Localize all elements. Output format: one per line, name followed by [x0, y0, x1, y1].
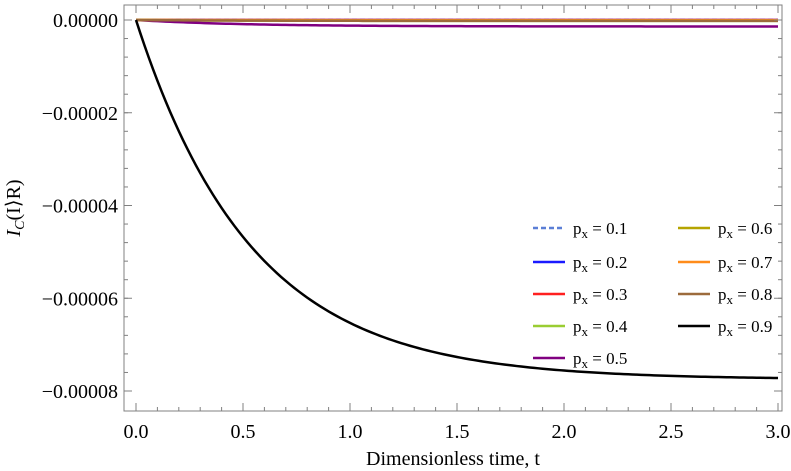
- y-axis-title-italic: I: [3, 229, 25, 238]
- legend-label-subscript: x: [582, 356, 589, 371]
- legend-label-value: = 0.6: [733, 219, 772, 238]
- legend-label-value: = 0.8: [733, 285, 772, 304]
- legend-label-base: p: [573, 349, 582, 368]
- legend-label-subscript: x: [727, 324, 734, 339]
- y-tick-label: −0.00002: [42, 103, 118, 125]
- series-line-5: [135, 18, 778, 28]
- series-line-8: [135, 18, 778, 23]
- legend-label-value: = 0.4: [588, 317, 628, 336]
- legend-label-subscript: x: [582, 324, 589, 339]
- legend-label-base: p: [573, 317, 582, 336]
- x-tick-label: 0.0: [124, 421, 149, 443]
- legend-label-base: p: [573, 219, 582, 238]
- legend-label-subscript: x: [727, 226, 734, 241]
- y-axis-title-subscript: C: [13, 220, 28, 230]
- legend-label: px = 0.8: [718, 285, 772, 307]
- legend-label-value: = 0.5: [588, 349, 627, 368]
- plot-frame: [123, 4, 783, 412]
- legend-label-base: p: [718, 285, 727, 304]
- legend-label-base: p: [573, 253, 582, 272]
- legend-label-subscript: x: [727, 260, 734, 275]
- legend-label-value: = 0.7: [733, 253, 773, 272]
- legend-label: px = 0.9: [718, 317, 772, 339]
- y-tick-label: −0.00008: [42, 381, 118, 403]
- y-tick-label: −0.00004: [42, 196, 118, 218]
- legend-label-value: = 0.1: [588, 219, 627, 238]
- series-line-9: [134, 19, 779, 380]
- x-tick-label: 2.5: [659, 421, 684, 443]
- y-axis-title-rest: (I⟩R): [3, 179, 25, 220]
- x-tick-label: 1.0: [338, 421, 363, 443]
- legend-label: px = 0.3: [573, 285, 627, 307]
- x-axis-title: Dimensionless time, t: [366, 448, 540, 470]
- legend-label-base: p: [718, 317, 727, 336]
- legend-label-subscript: x: [582, 260, 589, 275]
- legend-label: px = 0.2: [573, 253, 627, 275]
- x-tick-label: 0.5: [231, 421, 256, 443]
- legend-label: px = 0.6: [718, 219, 772, 241]
- legend-label-base: p: [718, 219, 727, 238]
- legend-label-value: = 0.3: [588, 285, 627, 304]
- legend-label-subscript: x: [582, 292, 589, 307]
- legend-label: px = 0.4: [573, 317, 628, 339]
- x-tick-label: 2.0: [552, 421, 577, 443]
- legend-label-subscript: x: [582, 226, 589, 241]
- legend-label-subscript: x: [727, 292, 734, 307]
- y-tick-label: −0.00006: [42, 288, 118, 310]
- y-tick-label: 0.00000: [53, 10, 118, 32]
- legend-label-base: p: [718, 253, 727, 272]
- x-tick-label: 3.0: [766, 421, 791, 443]
- legend-label: px = 0.5: [573, 349, 627, 371]
- legend-label: px = 0.1: [573, 219, 627, 241]
- legend-label-base: p: [573, 285, 582, 304]
- legend-label: px = 0.7: [718, 253, 773, 275]
- x-tick-label: 1.5: [445, 421, 470, 443]
- legend-label-value: = 0.9: [733, 317, 772, 336]
- legend-label-value: = 0.2: [588, 253, 627, 272]
- y-axis-title: IC(I⟩R): [3, 179, 28, 237]
